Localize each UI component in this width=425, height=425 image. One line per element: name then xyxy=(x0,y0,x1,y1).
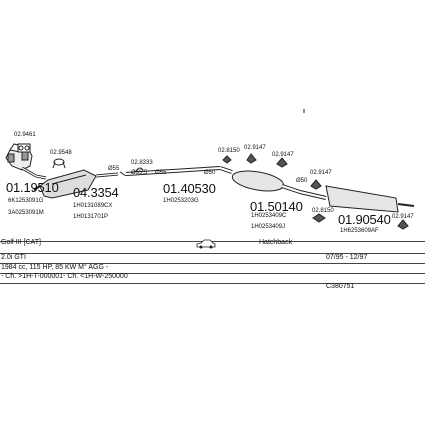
gasket-02-9461-part xyxy=(17,143,31,153)
catalytic-converter-part xyxy=(33,169,119,199)
accessory-02-8333-label: 02.8333 xyxy=(131,160,153,166)
diameter-50-b-label: Ø50 xyxy=(296,178,308,184)
accessory-02-9147-mid-label: 02.9147 xyxy=(272,152,294,158)
table-divider xyxy=(0,263,425,264)
accessory-02-9461-label: 02.9461 xyxy=(14,132,36,138)
clamp-02-9548-part xyxy=(52,158,66,169)
accessory-02-9548-label: 02.9548 xyxy=(50,150,72,156)
vehicle-model: Golf III [CAT] xyxy=(1,239,41,246)
diameter-55-c-label: Ø55 xyxy=(155,170,167,176)
center-silencer-part xyxy=(219,166,301,194)
hanger-02-9147-right-part xyxy=(310,179,322,190)
part-04-3354-ref-1: 1H0131089CX xyxy=(73,203,113,209)
accessory-02-9147-top-label: 02.9147 xyxy=(244,145,266,151)
accessory-02-8150-top-label: 02.8150 xyxy=(218,148,240,154)
table-divider xyxy=(0,283,425,284)
diameter-55-5-label: Ø55,5 xyxy=(131,170,148,176)
rear-silencer-part xyxy=(299,185,415,213)
reference-code: C380751 xyxy=(326,283,355,290)
table-divider xyxy=(0,273,425,274)
part-01-50140-ref-1: 1H0253409C xyxy=(251,213,287,219)
hatchback-car-icon xyxy=(196,239,216,249)
exhaust-parts-drawing xyxy=(5,109,415,230)
hanger-02-8150-top-part xyxy=(222,155,232,164)
part-04-3354-ref-2: 1H0131701P xyxy=(73,214,109,220)
part-01-40530-code: 01.40530 xyxy=(163,181,216,196)
engine-spec: 1984 cc, 115 HP, 85 KW M° AGG - xyxy=(1,264,109,271)
part-01-50140-ref-2: 1H0253409J xyxy=(251,224,286,230)
hanger-02-9147-mid-part xyxy=(276,157,288,168)
part-01-90540-code: 01.90540 xyxy=(338,212,391,227)
table-divider xyxy=(0,253,425,254)
part-01-19510-code: 01.19510 xyxy=(6,180,59,195)
chassis-range: - Ch. >1H-T-000001- Ch. <1H-W-250000 xyxy=(1,273,128,280)
part-01-40530-ref-1: 1H0253203G xyxy=(163,198,199,204)
accessory-02-9147-right-label: 02.9147 xyxy=(310,170,332,176)
part-01-50140-code: 01.50140 xyxy=(250,199,303,214)
hanger-02-9147-top-part xyxy=(246,153,257,164)
diameter-55-a-label: Ø55 xyxy=(108,166,120,172)
part-04-3354-code: 04.3354 xyxy=(73,185,119,200)
accessory-02-9147-far-label: 02.9147 xyxy=(392,214,414,220)
diameter-50-a-label: Ø50 xyxy=(204,170,216,176)
production-years: 07/95 - 12/97 xyxy=(326,254,368,261)
body-style: Hatchback xyxy=(259,239,293,246)
hanger-02-9147-far-part xyxy=(397,219,409,230)
accessory-02-8150-bottom-label: 02.8150 xyxy=(312,208,334,214)
part-01-19510-ref-2: 3A0253091M xyxy=(8,210,44,216)
clamp-02-8150-bottom-part xyxy=(312,213,326,223)
table-divider xyxy=(0,241,425,242)
front-pipe-part xyxy=(5,143,47,180)
intermediate-pipe-part xyxy=(119,166,221,177)
engine-variant: 2.0i GTI xyxy=(1,254,26,261)
part-01-90540-ref-1: 1H6253609AF xyxy=(340,228,379,234)
part-01-19510-ref-1: 6K1253091G xyxy=(8,198,44,204)
